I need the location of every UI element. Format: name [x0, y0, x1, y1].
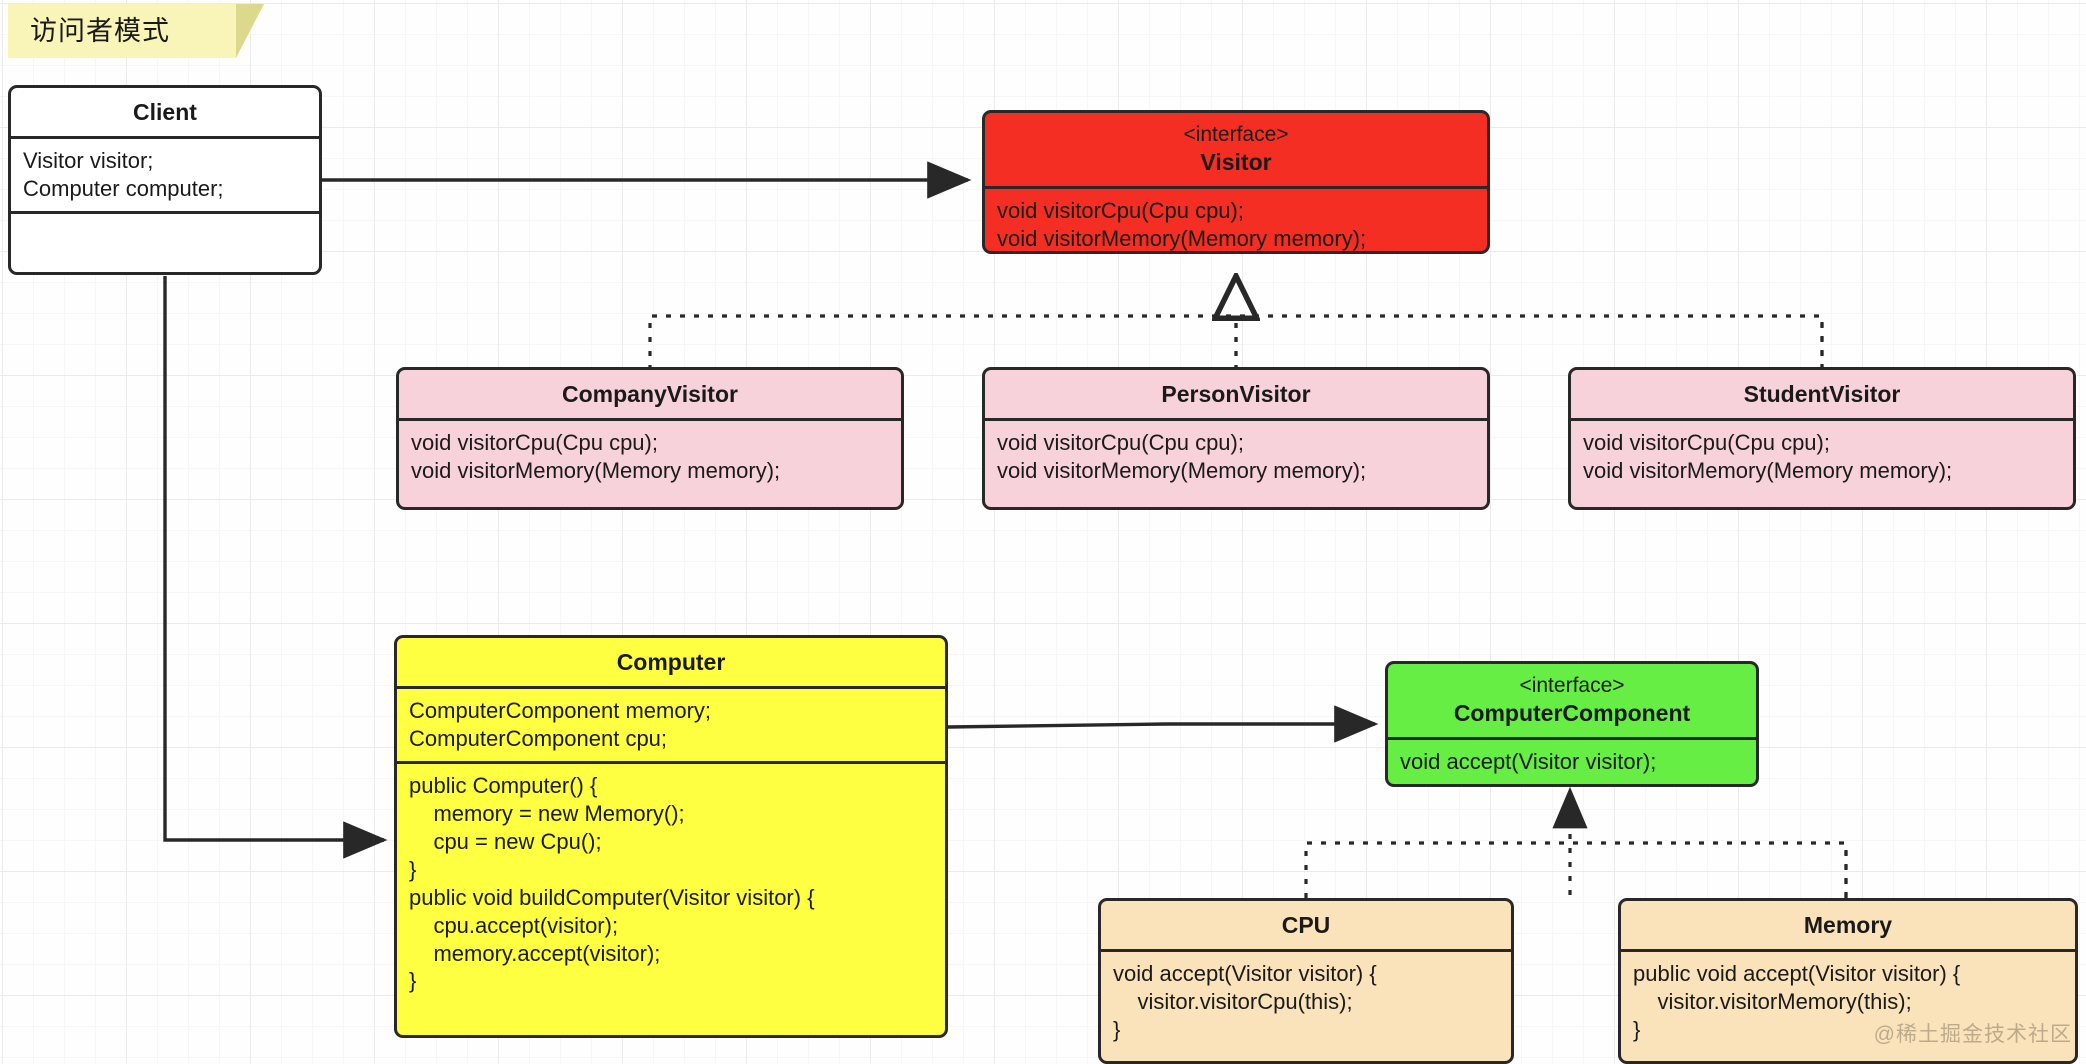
class-title-companyvisitor: CompanyVisitor	[399, 370, 901, 422]
class-box-cpu[interactable]: CPU void accept(Visitor visitor) { visit…	[1098, 898, 1514, 1064]
class-methods-client	[11, 214, 319, 262]
class-box-personvisitor[interactable]: PersonVisitor void visitorCpu(Cpu cpu); …	[982, 367, 1490, 510]
class-name-computercomponent: ComputerComponent	[1453, 699, 1691, 726]
class-methods-companyvisitor: void visitorCpu(Cpu cpu); void visitorMe…	[411, 430, 781, 483]
class-methods-visitor: void visitorCpu(Cpu cpu); void visitorMe…	[997, 197, 1367, 251]
class-title-personvisitor: PersonVisitor	[985, 370, 1487, 422]
class-methods-computercomponent: void accept(Visitor visitor);	[1400, 748, 1657, 774]
class-title-client: Client	[11, 88, 319, 140]
class-fields-client: Visitor visitor; Computer computer;	[11, 139, 319, 214]
class-methods-cpu: void accept(Visitor visitor) { visitor.v…	[1113, 961, 1377, 1042]
class-box-client[interactable]: Client Visitor visitor; Computer compute…	[8, 85, 322, 275]
stereotype-computercomponent: <interface>	[1519, 674, 1625, 697]
class-name-visitor: Visitor	[1200, 148, 1272, 175]
link-client-to-computer	[163, 276, 388, 859]
class-methods-studentvisitor: void visitorCpu(Cpu cpu); void visitorMe…	[1583, 430, 1953, 483]
class-methods-personvisitor: void visitorCpu(Cpu cpu); void visitorMe…	[997, 430, 1367, 483]
note-label: 访问者模式	[30, 16, 170, 46]
class-box-computer[interactable]: Computer ComputerComponent memory; Compu…	[394, 635, 948, 1038]
link-companyvisitor-to-visitor	[648, 314, 1824, 370]
watermark: @稀土掘金技术社区	[1873, 1023, 2072, 1046]
class-methods-memory: public void accept(Visitor visitor) { vi…	[1633, 961, 1961, 1042]
class-box-memory[interactable]: Memory public void accept(Visitor visito…	[1618, 898, 2078, 1064]
class-title-computercomponent: <interface> ComputerComponent	[1388, 664, 1756, 740]
class-box-visitor[interactable]: <interface> Visitor void visitorCpu(Cpu …	[982, 110, 1490, 254]
link-computer-to-computercomponent	[947, 705, 1379, 743]
class-methods-computer: public Computer() { memory = new Memory(…	[409, 772, 815, 994]
class-box-studentvisitor[interactable]: StudentVisitor void visitorCpu(Cpu cpu);…	[1568, 367, 2076, 510]
class-box-computercomponent[interactable]: <interface> ComputerComponent void accep…	[1385, 661, 1759, 787]
class-box-companyvisitor[interactable]: CompanyVisitor void visitorCpu(Cpu cpu);…	[396, 367, 904, 510]
class-title-visitor: <interface> Visitor	[985, 113, 1487, 189]
class-title-computer: Computer	[397, 638, 945, 690]
class-title-studentvisitor: StudentVisitor	[1571, 370, 2073, 422]
title-note	[8, 4, 236, 58]
link-cpu-to-computercomponent	[1304, 841, 1848, 898]
stereotype-visitor: <interface>	[1183, 123, 1289, 146]
class-title-memory: Memory	[1621, 901, 2075, 953]
class-fields-computer: ComputerComponent memory; ComputerCompon…	[397, 689, 945, 764]
class-title-cpu: CPU	[1101, 901, 1511, 953]
